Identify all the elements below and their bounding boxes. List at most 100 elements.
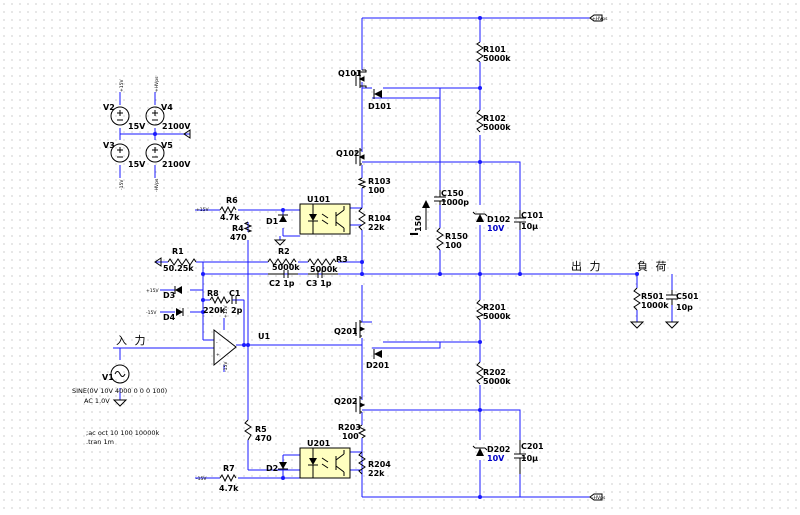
- value-v3: 15V: [128, 160, 146, 169]
- ground-r501: [629, 321, 645, 329]
- zener-d102: [472, 211, 488, 222]
- value-v2: 15V: [128, 122, 146, 131]
- resistor-r6: [219, 205, 237, 215]
- label-r8: R8: [207, 289, 219, 298]
- net-hvp: +HVps: [592, 16, 608, 22]
- label-u1: U1: [258, 332, 270, 341]
- label-q202: Q202: [334, 397, 358, 406]
- directive-tran: .tran 1m: [86, 438, 114, 446]
- resistor-r501: [633, 287, 641, 311]
- label-load: 負 荷: [637, 260, 669, 273]
- resistor-r4: [243, 221, 253, 233]
- resistor-r104: [358, 207, 366, 231]
- label-c1: C1: [229, 289, 241, 298]
- label-r204: R204: [368, 460, 391, 469]
- label-d102: D102: [487, 215, 510, 224]
- label-r102: R102: [483, 114, 506, 123]
- net-p15-d3: +15V: [146, 288, 159, 294]
- capacitor-c3: [308, 270, 338, 278]
- label-r103: R103: [368, 177, 391, 186]
- value-r201: 5000k: [483, 312, 511, 321]
- label-u101: U101: [307, 195, 331, 204]
- svg-text:-: -: [216, 341, 218, 346]
- value-c101: 10µ: [521, 222, 538, 231]
- value-r2: 5000k: [272, 263, 300, 272]
- hvp-flag: [589, 14, 603, 22]
- v1-ac-spec: AC 1.0V: [84, 397, 110, 405]
- value-r4: 470: [230, 233, 247, 242]
- transistor-symbols: [355, 69, 367, 414]
- label-v4: V4: [161, 103, 173, 112]
- ground-r1: [154, 257, 162, 267]
- diode-d201: [373, 349, 382, 359]
- ground-v23: [183, 129, 191, 139]
- diode-d101: [373, 89, 382, 99]
- label-q102: Q102: [336, 149, 360, 158]
- voltage-sources: [110, 106, 165, 384]
- resistor-r7: [219, 473, 237, 483]
- svg-text:+: +: [216, 352, 220, 358]
- label-v5: V5: [161, 141, 173, 150]
- source-v5: [145, 143, 165, 163]
- capacitor-c501: [666, 290, 678, 305]
- value-v5: 2100V: [162, 160, 191, 169]
- optocoupler-u201: [299, 447, 351, 479]
- label-r104: R104: [368, 214, 391, 223]
- label-v1: V1: [102, 373, 114, 382]
- value-c150: 1000p: [441, 198, 469, 207]
- label-q201: Q201: [334, 327, 358, 336]
- source-v4: [145, 106, 165, 126]
- zener-d202: [472, 445, 488, 456]
- source-v1: [110, 364, 130, 384]
- value-r3: 5000k: [310, 265, 338, 274]
- value-d202: 10V: [487, 454, 505, 463]
- net-hvm: -HVps: [592, 495, 606, 501]
- label-r101: R101: [483, 45, 506, 54]
- resistor-r201: [476, 299, 485, 321]
- annotations: 入 力 出 力 負 荷 I150 SINE(0V 10V 4000 0 0 0 …: [72, 215, 669, 446]
- label-r203: R203: [338, 423, 361, 432]
- net-v4-top: +HVps: [154, 76, 160, 92]
- ground-c501: [664, 321, 680, 329]
- label-c150: C150: [441, 189, 464, 198]
- transistor-q101: [355, 69, 367, 88]
- label-c3-text: C3 1p: [306, 279, 332, 288]
- directive-ac: ;ac oct 10 100 10000k: [86, 429, 159, 437]
- label-d4: D4: [163, 313, 176, 322]
- value-r8: 220k: [203, 306, 226, 315]
- source-v2: [110, 106, 130, 126]
- diode-d1: [278, 214, 288, 222]
- net-p15-r6: +15V: [196, 207, 209, 213]
- resistor-r1: [167, 258, 197, 266]
- value-r203: 100: [342, 432, 359, 441]
- capacitor-c101: [514, 210, 526, 230]
- diode-symbols: [174, 89, 488, 470]
- diode-d4: [176, 308, 184, 316]
- resistor-symbols: [167, 41, 641, 483]
- capacitor-c201: [514, 440, 526, 474]
- value-r1: 50.25k: [163, 264, 194, 273]
- label-r202: R202: [483, 368, 506, 377]
- label-c101: C101: [521, 211, 544, 220]
- label-v3: V3: [103, 141, 115, 150]
- label-d201: D201: [366, 361, 390, 370]
- label-r4: R4: [232, 224, 244, 233]
- net-labels: +HVps -HVps +15V -15V +15V -15V +15V -15…: [119, 16, 608, 501]
- label-d1: D1: [266, 217, 279, 226]
- current-arrow: [422, 200, 430, 230]
- label-r2: R2: [278, 247, 290, 256]
- optocoupler-u101: [299, 203, 351, 235]
- value-r101: 5000k: [483, 54, 511, 63]
- net-m15-r7: -15V: [196, 476, 207, 482]
- value-d102: 10V: [487, 224, 505, 233]
- label-r150: R150: [445, 232, 468, 241]
- wires: [113, 17, 673, 498]
- value-r501: 1000k: [641, 301, 669, 310]
- resistor-r203: [357, 424, 367, 439]
- value-c501: 10p: [676, 303, 693, 312]
- value-r7: 4.7k: [219, 484, 239, 493]
- opamp-u1: - +: [213, 328, 237, 367]
- resistor-r101: [476, 41, 484, 63]
- transistor-q102: [355, 148, 365, 166]
